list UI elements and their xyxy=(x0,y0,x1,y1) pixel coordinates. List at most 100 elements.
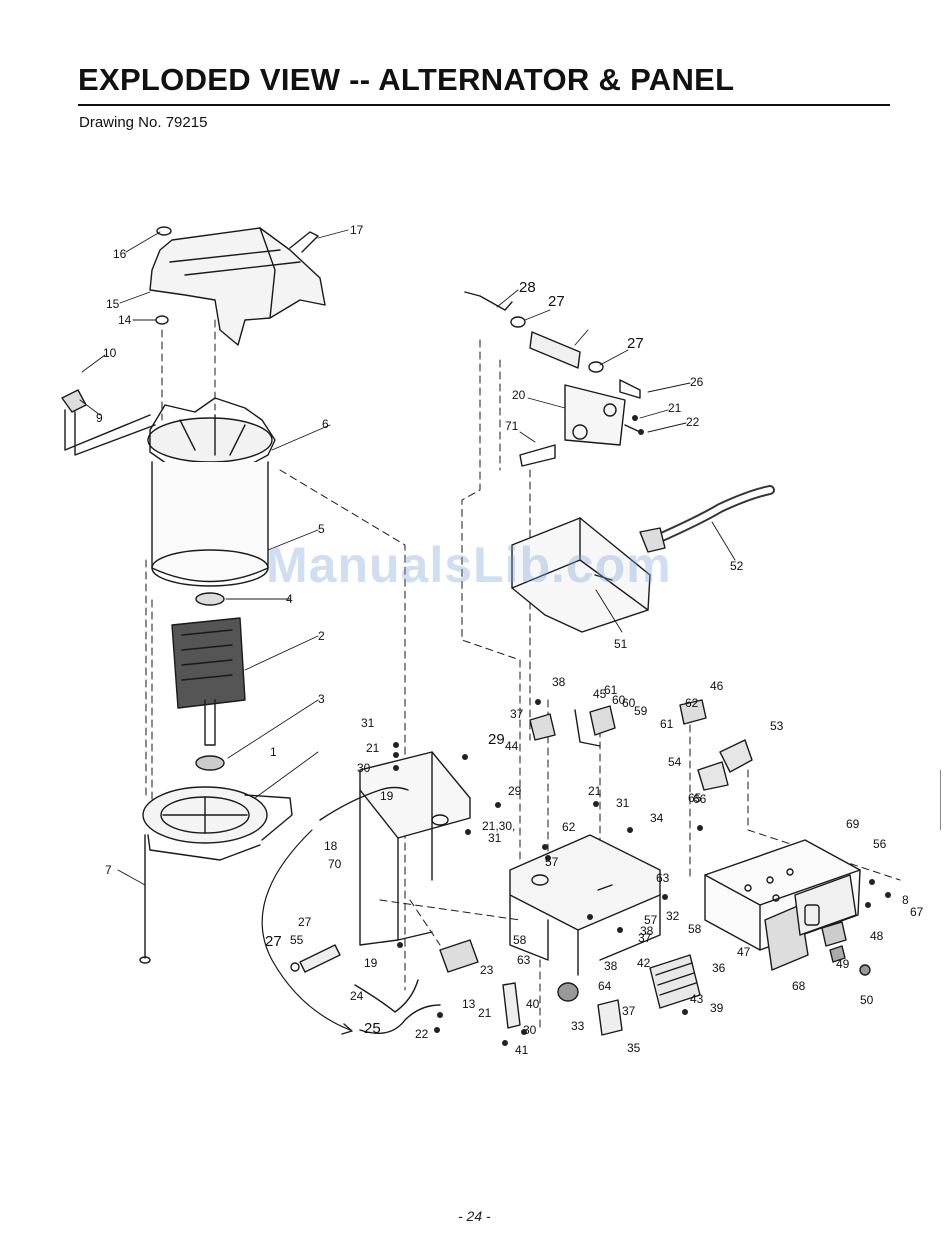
part-callout: 48 xyxy=(870,929,884,943)
diode-assembly xyxy=(299,944,341,973)
part-callout: 30 xyxy=(357,761,371,775)
part-callout: 4 xyxy=(286,592,293,606)
part-callout: 56 xyxy=(873,837,887,851)
part-callout: 44 xyxy=(505,739,519,753)
part-callout: 23 xyxy=(480,963,494,977)
part-callout: 27 xyxy=(548,293,565,310)
receptacle-cover-53 xyxy=(719,739,753,773)
part-callout: 6 xyxy=(322,417,329,431)
part-callout: 21,30, xyxy=(482,819,515,833)
part-callout: 20 xyxy=(512,388,526,402)
part-callout: 64 xyxy=(598,979,612,993)
part-callout: 24 xyxy=(350,989,364,1003)
part-callout: 34 xyxy=(650,811,664,825)
capacitor xyxy=(597,999,623,1036)
part-callout: 68 xyxy=(792,979,806,993)
part-callout: 13 xyxy=(462,997,476,1011)
part-callout: 62 xyxy=(685,696,699,710)
part-callout: 21 xyxy=(478,1006,492,1020)
part-callout: 28 xyxy=(519,279,536,296)
part-callout: 61 xyxy=(660,717,674,731)
watermark: ManualsLib.com xyxy=(266,537,672,593)
part-callout: 46 xyxy=(710,679,724,693)
alternator-top-cover xyxy=(149,227,326,346)
part-callout: 42 xyxy=(637,956,651,970)
part-callout: 49 xyxy=(836,957,850,971)
part-callout: 22 xyxy=(686,415,700,429)
stator-housing xyxy=(151,461,269,587)
part-callout: 43 xyxy=(690,992,704,1006)
fuse-holder xyxy=(502,982,521,1029)
part-callout: 60 xyxy=(612,693,626,707)
part-callout: 55 xyxy=(290,933,304,947)
panel-gasket xyxy=(764,904,809,971)
part-callout: 37 xyxy=(638,931,652,945)
part-callout: 30 xyxy=(523,1023,537,1037)
part-callout: 31 xyxy=(488,831,502,845)
part-callout: 36 xyxy=(712,961,726,975)
bearing-washer xyxy=(195,592,225,606)
part-callout: 32 xyxy=(666,909,680,923)
page-title: EXPLODED VIEW -- ALTERNATOR & PANEL xyxy=(78,62,735,97)
control-box xyxy=(509,834,661,976)
part-callout: 27 xyxy=(298,915,312,929)
part-callout: 31 xyxy=(361,716,375,730)
lead-24 xyxy=(354,979,419,1013)
part-callout: 57 xyxy=(545,855,559,869)
part-callout: 63 xyxy=(517,953,531,967)
part-callout: 41 xyxy=(515,1043,529,1057)
terminal-bracket xyxy=(61,389,87,413)
part-callout: 47 xyxy=(737,945,751,959)
part-callout: 19 xyxy=(364,956,378,970)
part-callout: 14 xyxy=(118,313,132,327)
rotor-bearing xyxy=(195,755,225,771)
rotor xyxy=(171,617,246,746)
part-callout: 26 xyxy=(690,375,704,389)
part-callout: 7 xyxy=(105,863,112,877)
mounting-plate xyxy=(359,751,471,946)
part-callout: 66 xyxy=(693,792,707,806)
part-callout: 3 xyxy=(318,692,325,706)
alternator-base xyxy=(142,786,293,861)
part-callout: 29 xyxy=(488,731,505,748)
part-callout: 69 xyxy=(846,817,860,831)
part-callout: 8 xyxy=(902,893,909,907)
receptacle-cover-54 xyxy=(697,761,729,791)
part-callout: 40 xyxy=(526,997,540,1011)
part-callout: 51 xyxy=(614,637,628,651)
part-callout: 21 xyxy=(366,741,380,755)
part-callout: 2 xyxy=(318,629,325,643)
brush-holder xyxy=(439,939,479,973)
part-callout: 5 xyxy=(318,522,325,536)
drawing-number: Drawing No. 79215 xyxy=(79,114,208,131)
part-callout: 17 xyxy=(350,223,364,237)
part-callout: 54 xyxy=(668,755,682,769)
part-callout: 70 xyxy=(328,857,342,871)
routing-arrow xyxy=(261,829,351,1031)
part-callout: 58 xyxy=(688,922,702,936)
part-callout: 37 xyxy=(510,707,524,721)
title-rule xyxy=(78,104,890,106)
part-callout: 63 xyxy=(656,871,670,885)
lead-25 xyxy=(359,1004,441,1034)
margin-mark xyxy=(940,770,941,830)
part-callout: 19 xyxy=(380,789,394,803)
part-callout: 35 xyxy=(627,1041,641,1055)
wire-18 xyxy=(319,786,409,821)
part-callout: 18 xyxy=(324,839,338,853)
receptacle-plate xyxy=(794,874,857,936)
part-callout: 65 xyxy=(688,791,702,805)
part-callout: 21 xyxy=(668,401,682,415)
part-callout: 21 xyxy=(588,784,602,798)
page-number: - 24 - xyxy=(458,1208,491,1224)
switch-46 xyxy=(679,699,707,725)
part-callout: 52 xyxy=(730,559,744,573)
circuit-breaker xyxy=(821,921,847,947)
part-callout: 27 xyxy=(265,933,282,950)
hex-key xyxy=(289,231,319,253)
part-callout: 57 xyxy=(644,913,658,927)
part-callout: 71 xyxy=(505,419,519,433)
part-callout: 31 xyxy=(616,796,630,810)
part-callout: 1 xyxy=(270,745,277,759)
